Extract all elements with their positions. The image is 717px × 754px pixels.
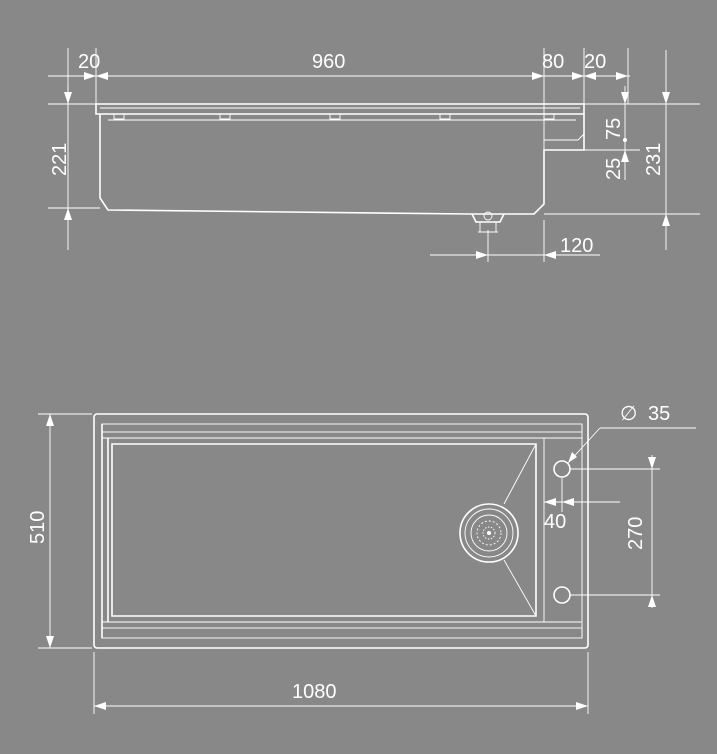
- dim-hole-spacing-label: 270: [625, 517, 647, 550]
- front-rim: [101, 627, 583, 639]
- mounting-clips: [113, 114, 555, 120]
- dim-width-label: 960: [312, 51, 345, 73]
- top-dimension-chain: 20 960 80 20: [48, 48, 630, 150]
- dim-left-flange-label: 20: [78, 51, 100, 73]
- deck-step: [544, 133, 585, 141]
- dim-length-label: 1080: [292, 681, 337, 703]
- hole-spacing-dimension: 270: [570, 455, 660, 608]
- back-rim: [101, 423, 583, 433]
- sink-rim: [95, 103, 585, 115]
- diameter-symbol: ∅: [620, 403, 637, 425]
- dim-depth-label-top: 510: [27, 511, 49, 544]
- tap-hole-rear: [553, 460, 571, 478]
- drain-strainer: [459, 503, 519, 563]
- left-height-dimension: 221: [48, 86, 100, 250]
- dim-deck-height-label: 75: [603, 118, 625, 140]
- dim-step-label: 25: [603, 158, 625, 180]
- right-height-dimensions: 75 25 231: [544, 50, 700, 250]
- depth-dimension: 510: [27, 413, 92, 649]
- dim-tap-hole-diameter-label: 35: [648, 403, 670, 425]
- sink-outline: [93, 413, 589, 649]
- drain-offset-dimension: 120: [430, 220, 600, 262]
- dim-depth-label: 221: [49, 143, 71, 176]
- drain-outlet-side: [471, 211, 505, 233]
- dim-deck-label: 80: [542, 51, 564, 73]
- hole-inset-dimension: 40: [544, 478, 620, 533]
- length-dimension: 1080: [93, 652, 589, 714]
- tap-hole-diameter-callout: ∅ 35: [567, 403, 696, 464]
- dim-drain-offset-label: 120: [560, 235, 593, 257]
- drain-slope-lines: [503, 443, 537, 617]
- dim-right-flange-label: 20: [584, 51, 606, 73]
- dim-hole-inset-label: 40: [544, 511, 566, 533]
- bowl-body: [99, 114, 585, 215]
- top-view: ∅ 35 40 270 510: [27, 403, 696, 714]
- dim-total-height-label: 231: [643, 143, 665, 176]
- tap-hole-front: [553, 586, 571, 604]
- side-view: 20 960 80 20 221 75 25: [48, 48, 700, 262]
